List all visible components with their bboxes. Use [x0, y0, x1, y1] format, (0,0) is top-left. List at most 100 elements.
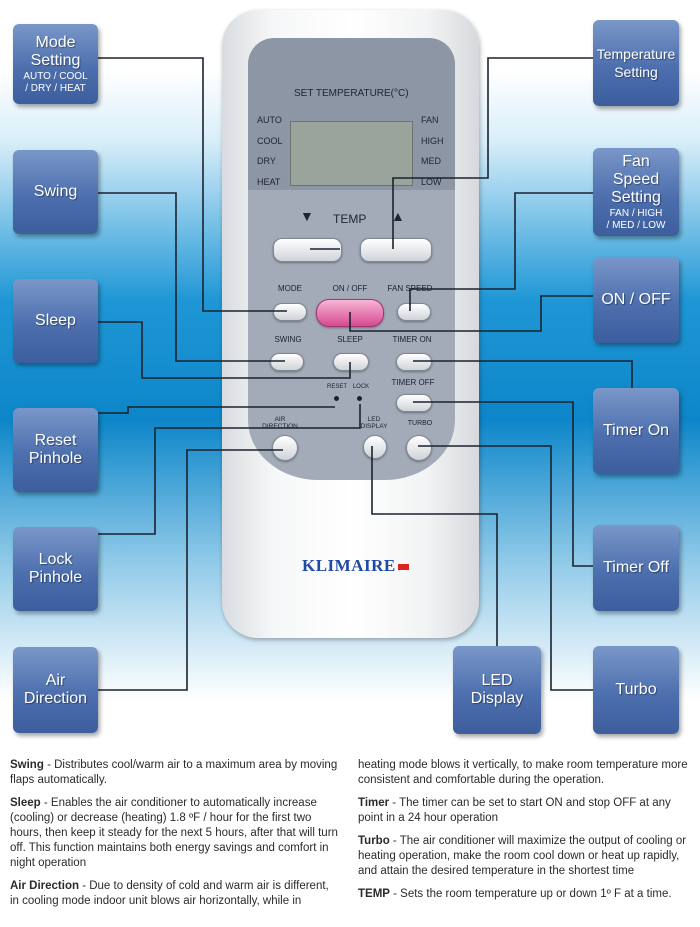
- text-turbo: - The air conditioner will maximize the …: [358, 835, 687, 877]
- line-lock: [98, 404, 361, 535]
- term-turbo: Turbo: [358, 835, 390, 847]
- temp-up-arrow-icon: ▲: [391, 208, 405, 224]
- swing-button[interactable]: [270, 353, 304, 371]
- text-air-direction-cont: heating mode blows it vertically, to mak…: [358, 759, 688, 786]
- term-temp: TEMP: [358, 888, 390, 900]
- term-air-direction: Air Direction: [10, 880, 80, 892]
- brand-logo: KLIMAIRE: [302, 556, 409, 576]
- lcd-low: LOW: [421, 177, 442, 187]
- description-air-direction-cont: heating mode blows it vertically, to mak…: [358, 758, 694, 788]
- reset-label: RESET: [326, 384, 347, 390]
- on-off-label: ON / OFF: [332, 284, 368, 293]
- lcd-mode-cool: COOL: [257, 136, 283, 146]
- timer-on-label: TIMER ON: [392, 335, 432, 344]
- led-display-button[interactable]: [363, 435, 387, 459]
- line-sleep: [98, 321, 351, 379]
- lcd-mode-auto: AUTO: [257, 115, 282, 125]
- mode-button[interactable]: [273, 303, 307, 321]
- term-swing: Swing: [10, 759, 44, 771]
- lcd-mode-dry: DRY: [257, 156, 276, 166]
- callout-swing-title: Swing: [33, 183, 78, 200]
- temp-label: TEMP: [333, 212, 367, 226]
- timer-off-button[interactable]: [396, 394, 432, 412]
- description-timer: Timer - The timer can be set to start ON…: [358, 796, 694, 826]
- term-sleep: Sleep: [10, 797, 41, 809]
- lcd-fan: FAN: [421, 115, 439, 125]
- callout-temperature-setting-title: Temperature Setting: [596, 46, 676, 80]
- timer-off-label: TIMER OFF: [391, 378, 435, 387]
- callout-mode-setting: Mode Setting AUTO / COOL / DRY / HEAT: [13, 24, 98, 104]
- line-swing: [98, 192, 285, 362]
- line-fan-speed: [409, 192, 593, 311]
- timer-on-button[interactable]: [396, 353, 432, 371]
- set-temperature-label: SET TEMPERATURE(°C): [294, 88, 409, 99]
- description-column-right: heating mode blows it vertically, to mak…: [358, 758, 694, 910]
- callout-turbo-title: Turbo: [615, 681, 657, 698]
- text-air-direction: - Due to density of cold and warm air is…: [10, 880, 329, 907]
- callout-fan-speed-setting-title: Fan Speed Setting: [611, 152, 661, 206]
- swing-label: SWING: [274, 335, 302, 344]
- air-direction-button[interactable]: [272, 435, 298, 461]
- callout-mode-setting-title: Mode Setting: [30, 33, 81, 69]
- callout-timer-off: Timer Off: [593, 525, 679, 611]
- air-direction-label: AIR DIRECTION: [262, 416, 298, 430]
- description-turbo: Turbo - The air conditioner will maximiz…: [358, 834, 694, 879]
- callout-timer-off-title: Timer Off: [603, 559, 669, 576]
- callout-mode-setting-sub: AUTO / COOL / DRY / HEAT: [23, 70, 88, 94]
- sleep-button[interactable]: [333, 353, 369, 371]
- callout-timer-on: Timer On: [593, 388, 679, 474]
- term-timer: Timer: [358, 797, 390, 809]
- description-temp: TEMP - Sets the room temperature up or d…: [358, 887, 694, 902]
- callout-reset-pinhole: Reset Pinhole: [13, 408, 98, 492]
- line-turbo: [418, 445, 593, 691]
- lcd-med: MED: [421, 156, 441, 166]
- description-air-direction: Air Direction - Due to density of cold a…: [10, 879, 338, 909]
- callout-on-off-title: ON / OFF: [601, 291, 671, 308]
- callout-fan-speed-setting-sub: FAN / HIGH / MED / LOW: [606, 207, 666, 231]
- callout-reset-pinhole-title: Reset Pinhole: [28, 432, 83, 467]
- turbo-button[interactable]: [406, 435, 432, 461]
- lcd-mode-heat: HEAT: [257, 177, 281, 187]
- line-on-off: [349, 295, 593, 332]
- turbo-label: TURBO: [407, 420, 433, 427]
- flag-icon: [397, 564, 409, 571]
- lcd-high: HIGH: [421, 136, 444, 146]
- callout-sleep: Sleep: [13, 279, 98, 363]
- line-air-direction: [98, 449, 283, 691]
- reset-pinhole[interactable]: [334, 396, 339, 401]
- line-timer-off: [413, 401, 593, 567]
- description-column-left: Swing - Distributes cool/warm air to a m…: [10, 758, 338, 917]
- line-mode-setting: [98, 57, 287, 312]
- callout-on-off: ON / OFF: [593, 257, 679, 343]
- callout-air-direction: Air Direction: [13, 647, 98, 733]
- sleep-label: SLEEP: [337, 335, 363, 344]
- callout-air-direction-title: Air Direction: [23, 672, 88, 707]
- line-temperature: [392, 57, 593, 249]
- mode-label: MODE: [278, 284, 302, 293]
- text-timer: - The timer can be set to start ON and s…: [358, 797, 671, 824]
- fan-speed-button[interactable]: [397, 303, 431, 321]
- temp-down-button[interactable]: [273, 238, 342, 262]
- callout-temperature-setting: Temperature Setting: [593, 20, 679, 106]
- callout-led-display-title: LED Display: [470, 672, 524, 707]
- lock-pinhole[interactable]: [357, 396, 362, 401]
- callout-timer-on-title: Timer On: [602, 422, 670, 439]
- temp-down-arrow-icon: ▼: [300, 208, 314, 224]
- text-sleep: - Enables the air conditioner to automat…: [10, 797, 338, 869]
- line-reset: [98, 406, 335, 414]
- led-display-label: LED DISPLAY: [360, 416, 388, 430]
- lock-label: LOCK: [352, 384, 370, 390]
- callout-lock-pinhole-title: Lock Pinhole: [28, 551, 83, 586]
- callout-fan-speed-setting: Fan Speed Setting FAN / HIGH / MED / LOW: [593, 148, 679, 236]
- callout-lock-pinhole: Lock Pinhole: [13, 527, 98, 611]
- callout-sleep-title: Sleep: [35, 312, 76, 329]
- text-swing: - Distributes cool/warm air to a maximum…: [10, 759, 338, 786]
- callout-swing: Swing: [13, 150, 98, 234]
- description-sleep: Sleep - Enables the air conditioner to a…: [10, 796, 338, 871]
- temp-up-button[interactable]: [360, 238, 432, 262]
- callout-turbo: Turbo: [593, 646, 679, 734]
- line-led-display: [371, 446, 498, 646]
- description-swing: Swing - Distributes cool/warm air to a m…: [10, 758, 338, 788]
- lcd-screen: [290, 121, 413, 186]
